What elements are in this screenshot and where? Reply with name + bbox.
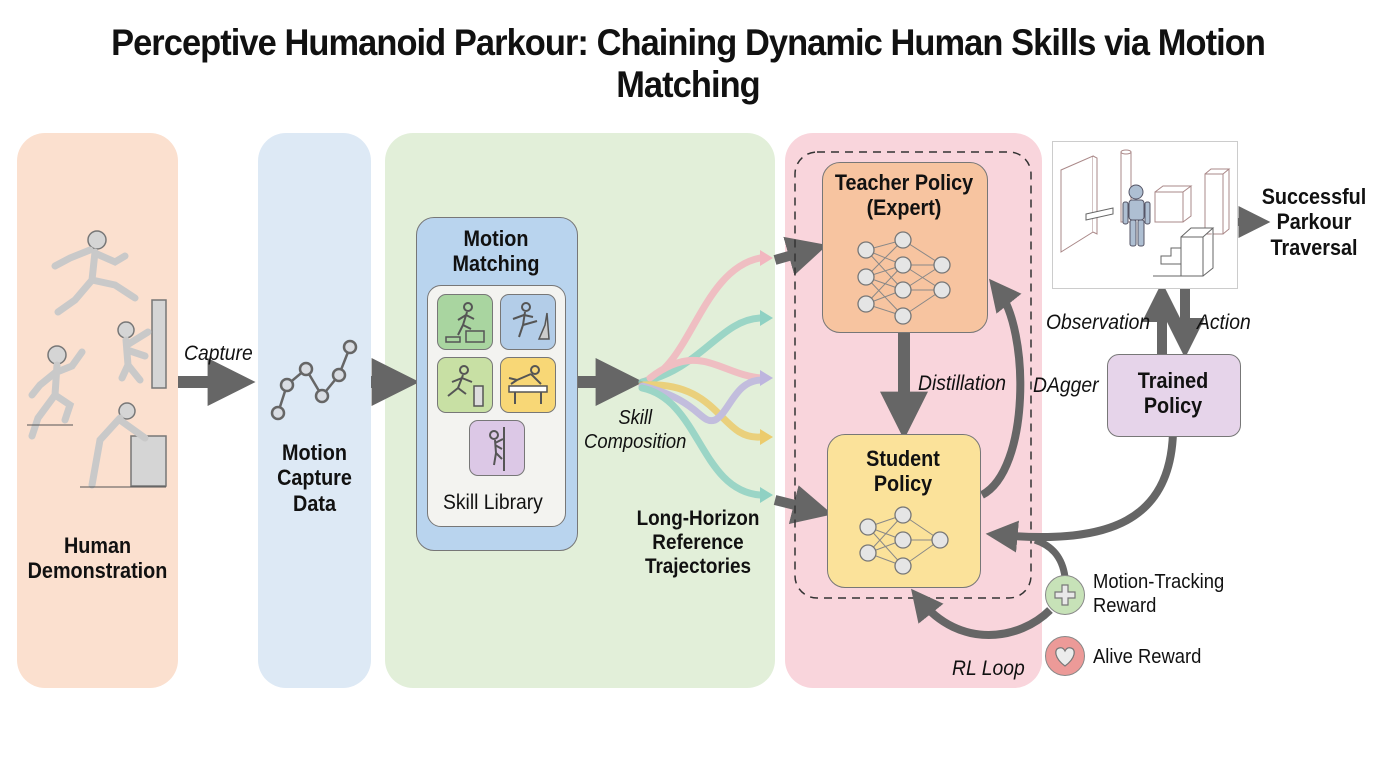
robot-scene-icon <box>1060 149 1231 277</box>
success-label: Successful Parkour Traversal <box>1261 184 1367 260</box>
skill-step-up-icon[interactable] <box>437 294 493 350</box>
motion-tracking-reward-icon <box>1045 575 1085 615</box>
student-policy-label: Student Policy <box>866 446 940 497</box>
skill-vault-icon[interactable] <box>437 357 493 413</box>
to-teacher-arrow <box>773 236 828 276</box>
alive-reward-label: Alive Reward <box>1093 646 1202 668</box>
heart-icon <box>1055 647 1075 667</box>
mocap-chart-icon <box>270 339 358 421</box>
diagram-title: Perceptive Humanoid Parkour: Chaining Dy… <box>111 22 1266 105</box>
trained-to-student-arrow <box>985 432 1177 553</box>
motion-capture-data-label: Motion Capture Data <box>277 440 352 516</box>
motion-matching-label: Motion Matching <box>452 226 540 277</box>
dagger-arrow <box>979 278 1025 499</box>
motion-tracking-reward-label: Motion-Tracking Reward <box>1093 571 1225 617</box>
trained-policy-box[interactable] <box>1107 354 1241 437</box>
parkour-scene-image <box>1052 141 1238 289</box>
teacher-policy-label: Teacher Policy (Expert) <box>834 170 974 221</box>
skill-climb-icon[interactable] <box>469 420 525 476</box>
to-student-arrow <box>773 485 833 525</box>
plus-icon <box>1054 584 1076 606</box>
skill-wall-kick-icon[interactable] <box>500 294 556 350</box>
action-label: Action <box>1197 311 1251 334</box>
skill-library-label: Skill Library <box>443 491 543 514</box>
observation-label: Observation <box>1046 311 1151 334</box>
alive-reward-icon <box>1045 636 1085 676</box>
rl-loop-arrow <box>910 588 1053 639</box>
distillation-label: Distillation <box>918 372 1007 395</box>
skill-hurdle-icon[interactable] <box>500 357 556 413</box>
dagger-label: DAgger <box>1033 374 1099 397</box>
skill-composition-label: Skill Composition <box>584 407 687 453</box>
trained-policy-label: Trained Policy <box>1137 368 1209 419</box>
long-horizon-label: Long-Horizon Reference Trajectories <box>636 507 760 579</box>
human-figures-icon <box>27 230 167 489</box>
rl-loop-label: RL Loop <box>952 657 1025 680</box>
trajectory-curves-icon <box>638 254 766 499</box>
capture-label: Capture <box>184 342 253 365</box>
human-demonstration-label: Human Demonstration <box>27 533 168 584</box>
trajectory-arrowheads-icon <box>760 250 773 503</box>
